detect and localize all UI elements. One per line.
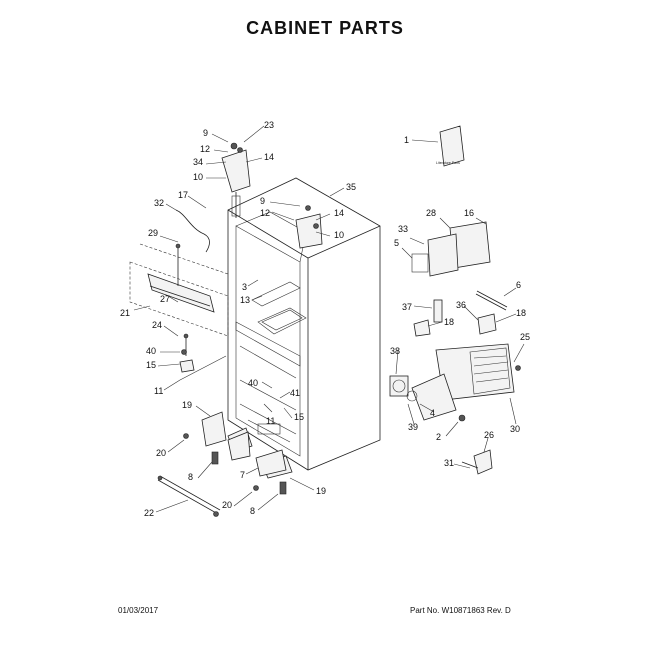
hinge-pin-parts bbox=[179, 333, 195, 373]
callout: 6 bbox=[516, 280, 521, 290]
callout-labels: 9 23 12 34 14 10 17 35 32 29 12 9 14 10 … bbox=[120, 120, 530, 518]
callout: 11 bbox=[154, 386, 163, 396]
callout: 9 bbox=[260, 196, 265, 206]
leader-lines bbox=[133, 125, 525, 513]
footer-part-number: Part No. W10871863 Rev. D bbox=[410, 606, 511, 615]
callout: 31 bbox=[444, 458, 454, 468]
callout: 16 bbox=[464, 208, 474, 218]
callout: 24 bbox=[152, 320, 162, 330]
literature-label: Literature Parts bbox=[436, 161, 460, 165]
callout: 35 bbox=[346, 182, 356, 192]
callout: 2 bbox=[436, 432, 441, 442]
callout: 32 bbox=[154, 198, 164, 208]
right-side-parts bbox=[389, 125, 521, 475]
callout: 3 bbox=[242, 282, 247, 292]
callout: 22 bbox=[144, 508, 154, 518]
callout: 23 bbox=[264, 120, 274, 130]
callout: 12 bbox=[260, 208, 270, 218]
callout: 20 bbox=[156, 448, 166, 458]
callout: 11 bbox=[266, 416, 275, 426]
callout: 15 bbox=[146, 360, 156, 370]
callout: 17 bbox=[178, 190, 188, 200]
callout: 29 bbox=[148, 228, 158, 238]
callout: 40 bbox=[248, 378, 258, 388]
callout: 27 bbox=[160, 294, 170, 304]
callout: 33 bbox=[398, 224, 408, 234]
callout: 30 bbox=[510, 424, 520, 434]
callout: 1 bbox=[404, 135, 409, 145]
callout: 18 bbox=[516, 308, 526, 318]
callout: 37 bbox=[402, 302, 412, 312]
callout: 9 bbox=[203, 128, 208, 138]
callout: 14 bbox=[264, 152, 274, 162]
footer-date: 01/03/2017 bbox=[118, 606, 159, 615]
callout: 34 bbox=[193, 157, 203, 167]
callout: 38 bbox=[390, 346, 400, 356]
callout: 8 bbox=[188, 472, 193, 482]
callout: 12 bbox=[200, 144, 210, 154]
callout: 8 bbox=[250, 506, 255, 516]
callout: 18 bbox=[444, 317, 454, 327]
callout: 25 bbox=[520, 332, 530, 342]
callout: 19 bbox=[316, 486, 326, 496]
bottom-rail bbox=[157, 475, 221, 517]
callout: 40 bbox=[146, 346, 156, 356]
callout: 21 bbox=[120, 308, 130, 318]
water-tube bbox=[175, 209, 210, 253]
callout: 15 bbox=[294, 412, 304, 422]
callout: 4 bbox=[430, 408, 435, 418]
callout: 10 bbox=[334, 230, 344, 240]
callout: 20 bbox=[222, 500, 232, 510]
callout: 28 bbox=[426, 208, 436, 218]
callout: 10 bbox=[193, 172, 203, 182]
callout: 19 bbox=[182, 400, 192, 410]
top-hinge-assembly bbox=[221, 142, 251, 218]
callout: 26 bbox=[484, 430, 494, 440]
callout: 41 bbox=[290, 388, 300, 398]
callout: 14 bbox=[334, 208, 344, 218]
top-right-hinge bbox=[295, 205, 323, 249]
callout: 5 bbox=[394, 238, 399, 248]
door-hinge-bracket-assembly bbox=[129, 243, 229, 337]
callout: 7 bbox=[240, 470, 245, 480]
callout: 39 bbox=[408, 422, 418, 432]
lower-hinge-parts bbox=[183, 411, 287, 495]
callout: 13 bbox=[240, 295, 250, 305]
page-title: CABINET PARTS bbox=[246, 18, 404, 38]
callout: 36 bbox=[456, 300, 466, 310]
